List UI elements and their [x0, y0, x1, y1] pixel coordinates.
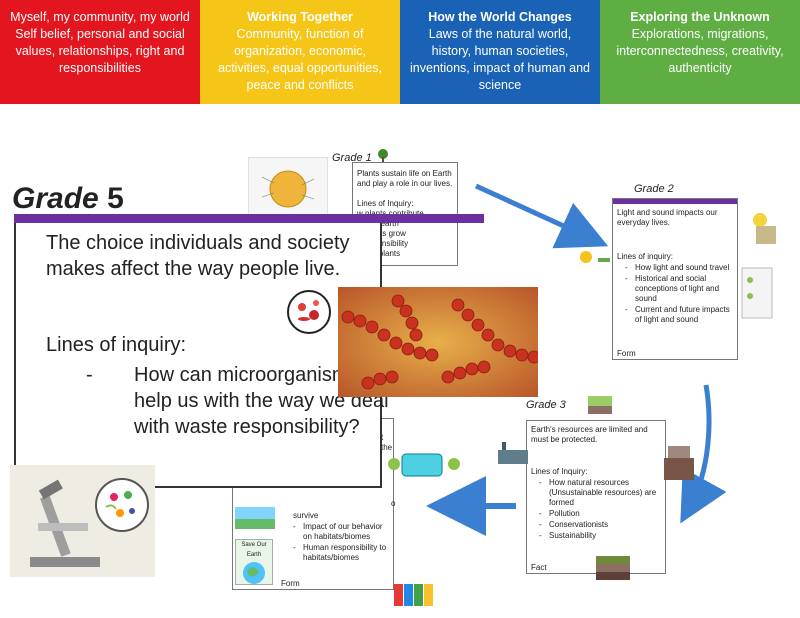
arrow-grade2-to-grade3 [680, 384, 727, 524]
habitat-icon [235, 507, 275, 529]
microscope-illustration [10, 465, 155, 577]
mine-icon [664, 446, 694, 480]
bacteria-chain-image [338, 287, 538, 397]
light-sound-icons [741, 213, 776, 319]
grade1-statement: Plants sustain life on Earth and play a … [357, 169, 453, 188]
save-our-earth-text: Save Our Earth [241, 542, 267, 558]
factory-icon [498, 442, 528, 464]
grade5-card: The choice individuals and society makes… [14, 214, 484, 488]
plant-icon [378, 149, 388, 162]
ecosystem-icon [388, 453, 460, 477]
grade5-statement: The choice individuals and society makes… [46, 232, 350, 280]
grade3-loi: Lines of Inquiry: [531, 467, 588, 476]
grade1-label: Grade 1 [332, 152, 372, 164]
grade5-word: Grade [12, 182, 99, 215]
grade1-loi: Lines of Inquiry: [357, 199, 414, 208]
theme-text: Laws of the natural world, history, huma… [410, 27, 590, 92]
theme-text: Explorations, migrations, interconnected… [616, 27, 784, 75]
plant-cell-diagram-icon [248, 157, 328, 219]
grade2-item: Historical and social conceptions of lig… [625, 274, 733, 304]
theme-band-myself: Myself, my community, my world Self beli… [0, 0, 200, 104]
save-our-earth-poster: Save Our Earth [235, 539, 273, 585]
recycling-bins-icon [394, 584, 433, 606]
grade4-footer: Form [281, 579, 300, 588]
grade5-bullet-text: How can microorganisms help us with the … [134, 364, 389, 438]
grade4-item: Human responsibility to habitats/biomes [293, 543, 393, 563]
grade4-fragment: t the [381, 433, 393, 452]
theme-title: How the World Changes [428, 10, 572, 24]
grade4-fragment: o [391, 499, 396, 508]
grade2-card: Light and sound impacts our everyday liv… [612, 198, 738, 360]
globe-icon [243, 562, 265, 584]
microorganism-circle-icon [287, 290, 331, 334]
grade3-item: How natural resources (Unsustainable res… [539, 478, 661, 508]
grade3-label: Grade 3 [526, 399, 566, 411]
grade3-card: Earth's resources are limited and must b… [526, 420, 666, 574]
grade3-item: Pollution [539, 509, 661, 519]
grade1-item: w plants contribute [357, 209, 453, 219]
theme-text: Myself, my community, my world Self beli… [10, 10, 190, 75]
grade3-item: Conservationists [539, 520, 661, 530]
theme-band-world-changes: How the World Changes Laws of the natura… [400, 0, 600, 104]
soil-layers-icon [596, 556, 630, 580]
grade5-title: Grade 5 [12, 182, 124, 216]
theme-title: Working Together [247, 10, 353, 24]
grade1-item: r responsibility [357, 239, 409, 248]
grade4-item: Impact of our behavior on habitats/biome… [293, 522, 393, 542]
theme-band-working-together: Working Together Community, function of … [200, 0, 400, 104]
grade3-item: Sustainability [539, 531, 661, 541]
landscape-icon [588, 396, 612, 414]
grade5-loi: Lines of inquiry: [46, 334, 187, 356]
theme-title: Exploring the Unknown [630, 10, 770, 24]
grade2-footer: Form [617, 349, 636, 358]
grade2-label: Grade 2 [634, 183, 674, 195]
grade3-footer: Fact [531, 563, 547, 572]
grade4-lead: survive [293, 511, 319, 520]
grade5-header-bar [14, 214, 484, 223]
grade3-statement: Earth's resources are limited and must b… [531, 425, 648, 444]
theme-band-exploring: Exploring the Unknown Explorations, migr… [600, 0, 800, 104]
grade2-item: How light and sound travel [625, 263, 733, 273]
arrow-grade1-to-grade2 [474, 183, 609, 249]
grade2-loi: Lines of inquiry: [617, 252, 674, 261]
grade2-item: Current and future impacts of light and … [625, 305, 733, 325]
theme-text: Community, function of organization, eco… [218, 27, 382, 92]
grade2-statement: Light and sound impacts our everyday liv… [617, 208, 718, 227]
grade5-number: 5 [107, 182, 124, 215]
sun-plant-icon [580, 251, 610, 263]
